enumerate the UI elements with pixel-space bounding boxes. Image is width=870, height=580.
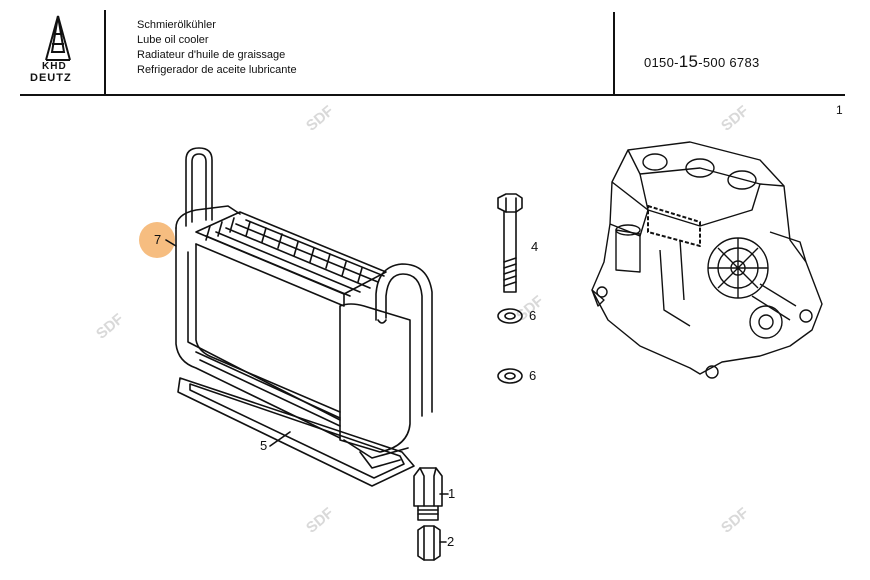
engine-overview-drawing xyxy=(591,141,823,379)
callout-5: 5 xyxy=(260,438,268,453)
title-de: Schmierölkühler xyxy=(137,19,216,31)
title-es: Refrigerador de aceite lubricante xyxy=(137,64,297,76)
page-number: 1 xyxy=(836,103,843,117)
highlight-marker xyxy=(139,222,175,258)
callout-1: 1 xyxy=(448,486,456,501)
header-divider-right xyxy=(613,12,615,94)
title-en: Lube oil cooler xyxy=(137,34,209,46)
washer-part-6-upper xyxy=(497,308,523,324)
washer-part-6-upper-hole xyxy=(504,312,516,320)
callout-4: 4 xyxy=(531,239,539,254)
leader-line-5 xyxy=(269,431,291,447)
callout-7: 7 xyxy=(154,232,162,247)
oil-cooler-part-7 xyxy=(175,147,433,469)
washer-part-6-lower-hole xyxy=(504,372,516,380)
washer-part-6-lower xyxy=(497,368,523,384)
brand-bottom: DEUTZ xyxy=(30,72,72,84)
part-number: 0150-15-500 6783 xyxy=(644,52,760,72)
part-number-prefix: 0150- xyxy=(644,55,679,70)
leader-line-7 xyxy=(165,239,177,247)
part-number-suffix: -500 6783 xyxy=(698,55,760,70)
callout-2: 2 xyxy=(447,534,455,549)
callout-6-upper: 6 xyxy=(529,308,537,323)
callout-6-lower: 6 xyxy=(529,368,537,383)
title-fr: Radiateur d'huile de graissage xyxy=(137,49,286,61)
bolt-part-4 xyxy=(497,193,523,293)
brand-top: KHD xyxy=(42,61,67,72)
header-rule xyxy=(20,94,845,96)
nut-part-2 xyxy=(417,525,441,561)
part-number-group: 15 xyxy=(678,52,699,71)
gasket-part-5 xyxy=(177,377,415,487)
header-divider-left xyxy=(104,10,106,94)
union-fitting-part-1 xyxy=(413,467,443,521)
